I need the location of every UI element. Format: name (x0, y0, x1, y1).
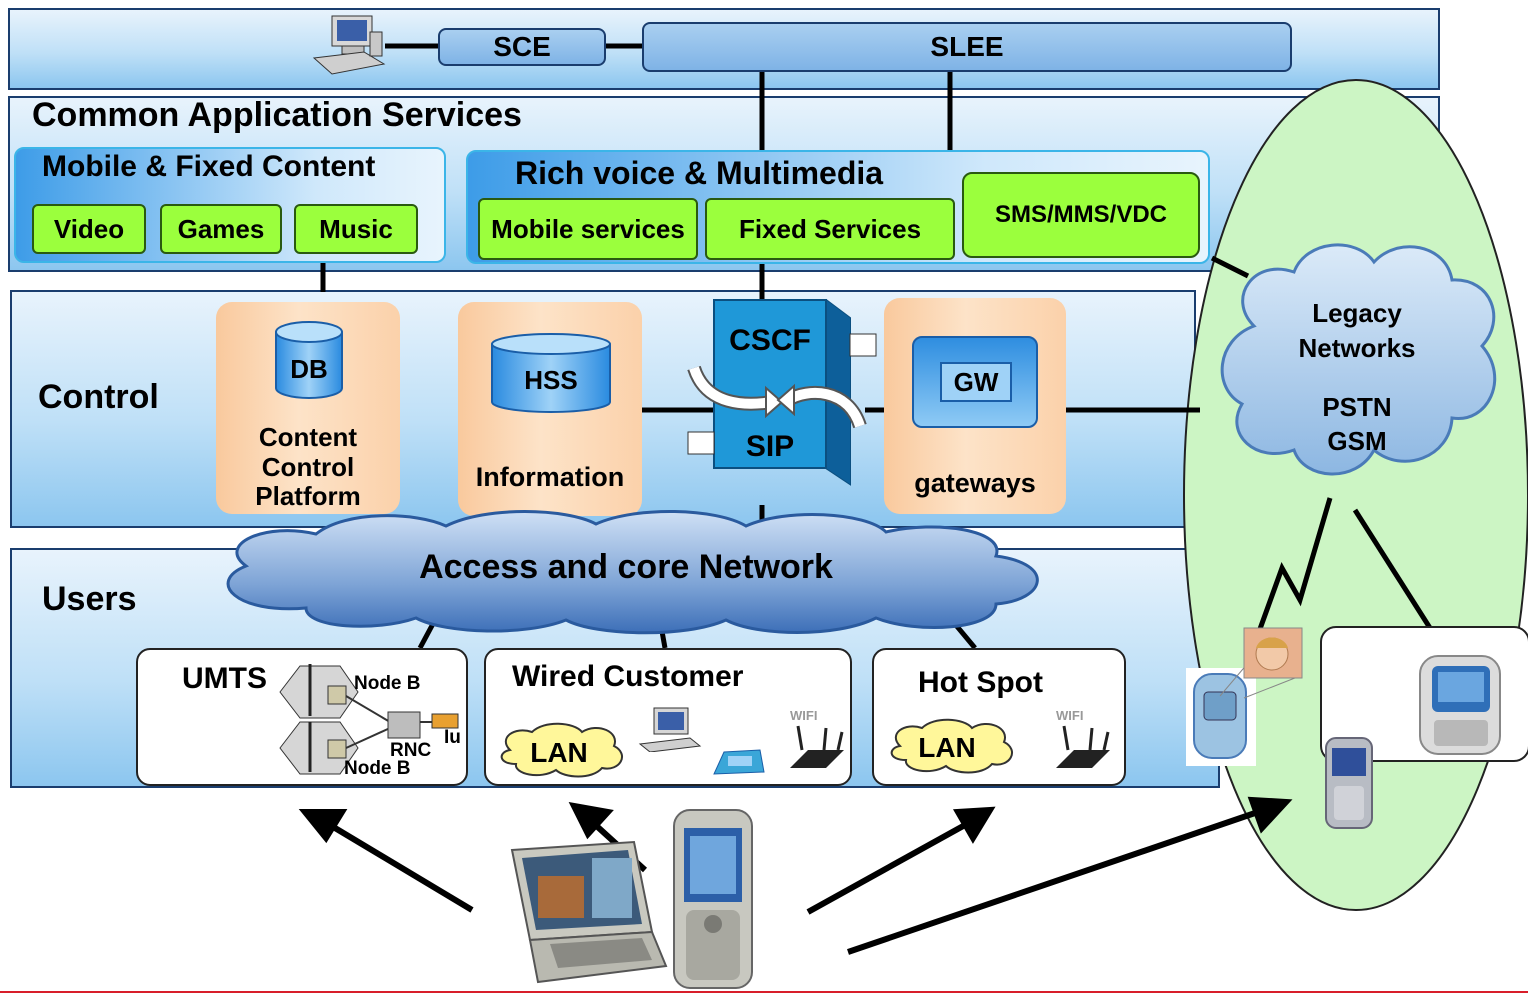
rich-voice-title: Rich voice & Multimedia (515, 155, 884, 191)
mobile-fixed-content-title: Mobile & Fixed Content (42, 150, 376, 183)
ccp-line-2: Control (261, 452, 355, 482)
access-core-network-cloud (226, 509, 1039, 635)
sms-mms-vdc-label: SMS/MMS/VDC (994, 201, 1167, 228)
music-box: Music (294, 204, 418, 254)
fixed-services-box: Fixed Services (705, 198, 955, 260)
laptop-icon (510, 840, 668, 984)
mobile-phone-legacy-icon (1325, 737, 1373, 829)
information-label: Information (475, 462, 625, 492)
wired-wifi-router-icon (790, 725, 844, 768)
wired-lan-label: LAN (530, 737, 588, 768)
desktop-computer-icon (638, 707, 702, 752)
hot-spot-title: Hot Spot (918, 666, 1043, 699)
slee-label: SLEE (930, 31, 1004, 62)
umts-node-b-icon (279, 664, 459, 775)
gw-label: GW (953, 366, 999, 397)
mobile-services-box: Mobile services (478, 198, 698, 260)
iu-label: Iu (444, 727, 461, 748)
sce-box: SCE (438, 28, 606, 66)
games-box: Games (160, 204, 282, 254)
video-label: Video (53, 213, 125, 244)
hotspot-wifi-label: WIFI (1056, 708, 1084, 723)
legacy-line-1: Legacy (1312, 298, 1402, 328)
video-box: Video (32, 204, 146, 254)
access-core-network-label: Access and core Network (419, 548, 833, 586)
umts-title: UMTS (182, 662, 267, 695)
control-title: Control (38, 378, 159, 416)
hss-cylinder-icon (491, 333, 611, 413)
db-label: DB (290, 354, 328, 384)
rnc-label: RNC (390, 740, 432, 761)
sce-label: SCE (493, 31, 551, 62)
legacy-line-2: Networks (1298, 333, 1416, 363)
sip-label: SIP (745, 430, 795, 463)
ccp-line-1: Content (258, 422, 358, 452)
services-title: Common Application Services (32, 96, 522, 134)
gw-label-box: GW (940, 362, 1012, 402)
hotspot-lan-cloud (890, 718, 1013, 774)
hotspot-wifi-router-icon (1056, 725, 1110, 768)
node-b-label-1: Node B (354, 673, 421, 694)
wired-wifi-label: WIFI (790, 708, 818, 723)
computer-icon (312, 15, 386, 75)
gateways-label: gateways (914, 468, 1036, 498)
legacy-line-3: PSTN (1322, 392, 1392, 422)
ccp-line-3: Platform (255, 481, 361, 511)
node-b-label-2: Node B (344, 758, 411, 779)
wired-customer-title: Wired Customer (512, 660, 744, 693)
hss-label: HSS (524, 365, 578, 395)
payphone-kiosk-icon (1419, 655, 1501, 755)
db-cylinder-icon (275, 321, 343, 399)
slee-box: SLEE (642, 22, 1292, 72)
games-label: Games (177, 213, 265, 244)
legacy-networks-cloud (1220, 243, 1497, 476)
users-title: Users (42, 580, 137, 618)
hotspot-lan-label: LAN (918, 732, 976, 763)
cscf-sip-switch-icon (687, 299, 877, 486)
smartphone-icon (673, 809, 753, 989)
mobile-services-label: Mobile services (491, 213, 685, 244)
cscf-label: CSCF (729, 324, 811, 357)
fixed-services-label: Fixed Services (738, 213, 922, 244)
phone-icon (713, 749, 765, 775)
legacy-line-4: GSM (1327, 426, 1387, 456)
music-label: Music (319, 213, 393, 244)
sms-mms-vdc-box: SMS/MMS/VDC (962, 172, 1200, 258)
videophone-icon (1193, 673, 1247, 759)
videophone-callout (1219, 627, 1303, 699)
wired-lan-cloud (500, 722, 623, 778)
